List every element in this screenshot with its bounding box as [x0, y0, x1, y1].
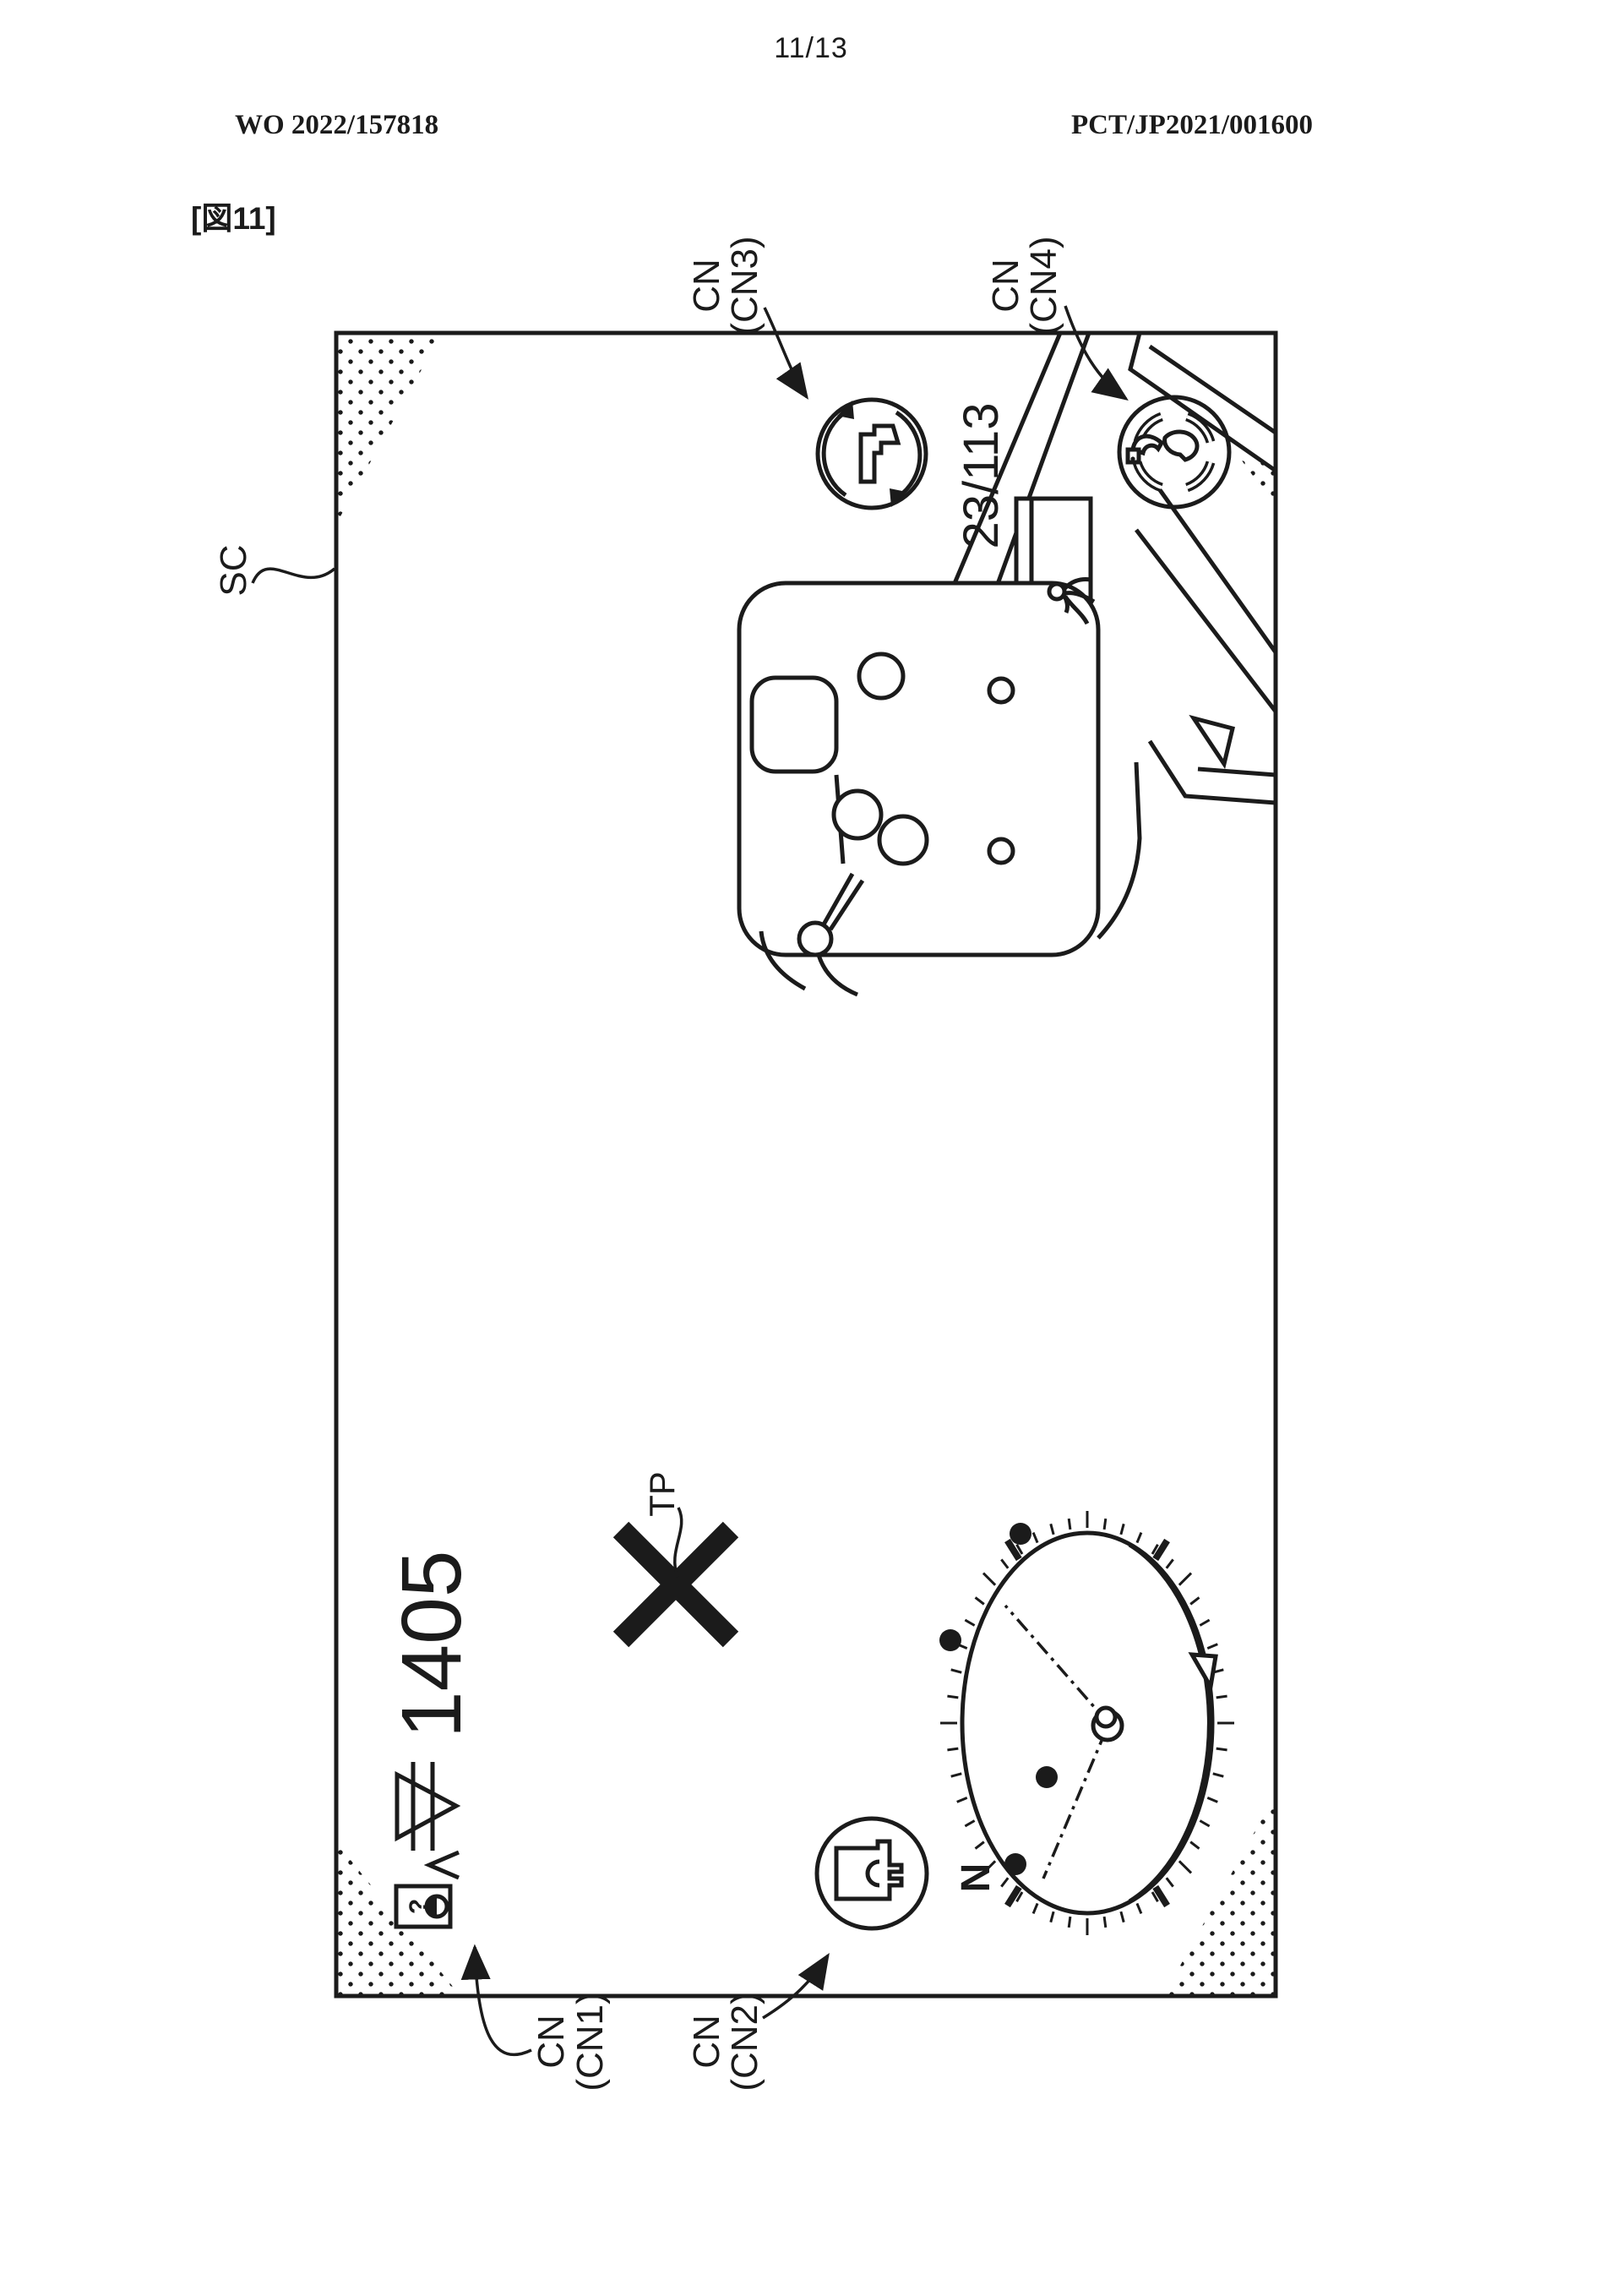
bucket-circle-icon: [814, 1816, 929, 1931]
swing-arc-ring: [1132, 412, 1216, 493]
cn1-arrow: [460, 1944, 532, 2056]
figure-11-drawing: ? 1405 TP: [213, 236, 1278, 2091]
cn1-label-line2: (CN1): [569, 1992, 611, 2091]
person-icon: [1047, 577, 1096, 625]
coupler-hole-small: [987, 837, 1015, 865]
link-pin-rod: [821, 872, 865, 931]
compass-ticks: [940, 1511, 1234, 1935]
tp-label: TP: [642, 1471, 682, 1517]
target-x-icon: [612, 1521, 739, 1648]
compass-dot: [939, 1629, 961, 1651]
coupler-hole: [831, 788, 884, 841]
link-pin-ball: [797, 920, 834, 957]
cn4-label-line2: (CN4): [1023, 236, 1064, 335]
cn3-label-line2: (CN3): [724, 236, 765, 335]
chevron-up-icon: [423, 1850, 460, 1880]
help-box-icon: ?: [394, 1884, 453, 1929]
figure-label: [図11]: [191, 201, 276, 236]
coupler-hole: [877, 814, 929, 866]
coupler-hole-small: [987, 676, 1015, 705]
heading-readout: 1405: [384, 1551, 479, 1738]
sc-leader-line: [251, 567, 336, 584]
corner-dots-bottom-left: [1163, 1794, 1276, 1996]
figure-11-rotated-wrapper: ? 1405 TP: [213, 236, 1322, 2091]
bearing-lines: [1004, 1604, 1109, 1879]
sc-label: SC: [213, 544, 254, 596]
bucket-window: [749, 675, 839, 774]
compass-rim-inner: [1128, 1542, 1211, 1904]
cn1-label-line1: CN: [531, 2015, 572, 2069]
bucket-lower-curve: [1097, 761, 1142, 940]
compass-north-label: N: [954, 1863, 999, 1893]
deck-edge: [1147, 739, 1276, 805]
compass-knob-top: [1094, 1705, 1118, 1729]
application-number: PCT/JP2021/001600: [1071, 110, 1313, 140]
cn2-arrow: [762, 1953, 830, 2020]
counter-readout: 23/113: [954, 402, 1009, 548]
excavator-stick-edge: [978, 332, 1091, 631]
excavator-stick-edge: [934, 332, 1063, 626]
mirror: [1189, 714, 1235, 770]
help-circle-fill: [427, 1896, 437, 1917]
cn3-arrow: [763, 307, 808, 400]
compass-dial-icon: N: [939, 1511, 1234, 1935]
benchmark-triangle-icon: [395, 1762, 461, 1851]
sheet-number: 11/13: [774, 32, 848, 64]
rotate-arrows-circle-icon: [815, 397, 928, 510]
compass-dot: [1036, 1766, 1058, 1788]
deck-edge: [1197, 766, 1276, 777]
cn4-label-line1: CN: [985, 259, 1026, 313]
compass-dot: [1010, 1523, 1031, 1545]
cn4-arrow: [1064, 305, 1129, 401]
compass-pointer: [1188, 1652, 1218, 1693]
excavator-boom-line: [1148, 344, 1277, 435]
hud-top-left: ? 1405: [384, 1551, 479, 1929]
cn2-label-line2: (CN2): [724, 1992, 765, 2091]
linkage-arc: [759, 930, 807, 991]
hood-line: [1156, 486, 1278, 654]
coupler-hole: [857, 652, 906, 701]
excavator-drawing: [737, 330, 1278, 997]
tp-leader-line: [672, 1507, 683, 1578]
corner-dots-top-right: [336, 333, 442, 524]
callouts: SC CN (CN1) CN (CN2) CN (CN3) CN (CN4): [213, 236, 1129, 2091]
cn3-label-line1: CN: [686, 259, 727, 313]
hood-line: [1135, 528, 1277, 713]
publication-number: WO 2022/157818: [235, 110, 439, 140]
compass-dot: [1004, 1853, 1026, 1875]
cn2-label-line1: CN: [686, 2015, 727, 2069]
linkage-arc: [816, 954, 858, 997]
excavator-boom: [1128, 330, 1278, 475]
swing-circle-icon: [1117, 395, 1232, 510]
